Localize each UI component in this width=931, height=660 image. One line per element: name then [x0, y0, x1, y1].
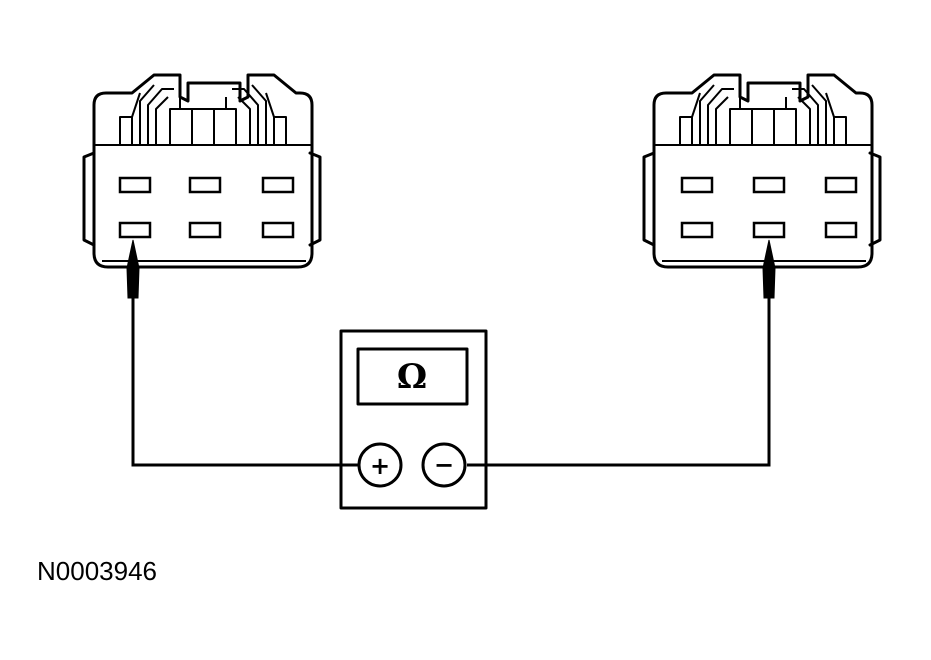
- pin-slot: [261, 176, 295, 194]
- pin-slot: [680, 221, 714, 239]
- left-connector-pin-row-top: [118, 176, 295, 194]
- pin-slot: [188, 221, 222, 239]
- pin-slot: [118, 176, 152, 194]
- pin-slot: [680, 176, 714, 194]
- left-test-lead: [131, 295, 358, 467]
- pin-slot: [752, 176, 786, 194]
- ohmmeter-display: [356, 347, 469, 406]
- left-connector-pin-row-bottom: [118, 221, 295, 239]
- right-probe: [467, 239, 776, 467]
- ohm-symbol: Ω: [397, 357, 427, 397]
- negative-terminal: −: [421, 442, 467, 488]
- figure-id: N0003946: [37, 556, 157, 586]
- probe-tip-icon: [762, 239, 776, 299]
- left-connector: [82, 73, 322, 269]
- ohmmeter-body: [339, 329, 488, 510]
- pin-slot-tested: [118, 221, 152, 239]
- negative-terminal-label: −: [434, 451, 454, 479]
- pin-slot: [824, 176, 858, 194]
- pin-slot: [824, 221, 858, 239]
- ohmmeter: Ω + −: [339, 329, 488, 510]
- probe-tip-icon: [126, 239, 140, 299]
- positive-terminal: +: [357, 442, 403, 488]
- left-probe: [126, 239, 358, 467]
- right-connector-pin-row-bottom: [680, 221, 858, 239]
- right-connector: [642, 73, 882, 269]
- positive-terminal-label: +: [370, 452, 390, 480]
- pin-slot: [261, 221, 295, 239]
- pin-slot-tested: [752, 221, 786, 239]
- pin-slot: [188, 176, 222, 194]
- right-test-lead: [467, 295, 771, 467]
- right-connector-pin-row-top: [680, 176, 858, 194]
